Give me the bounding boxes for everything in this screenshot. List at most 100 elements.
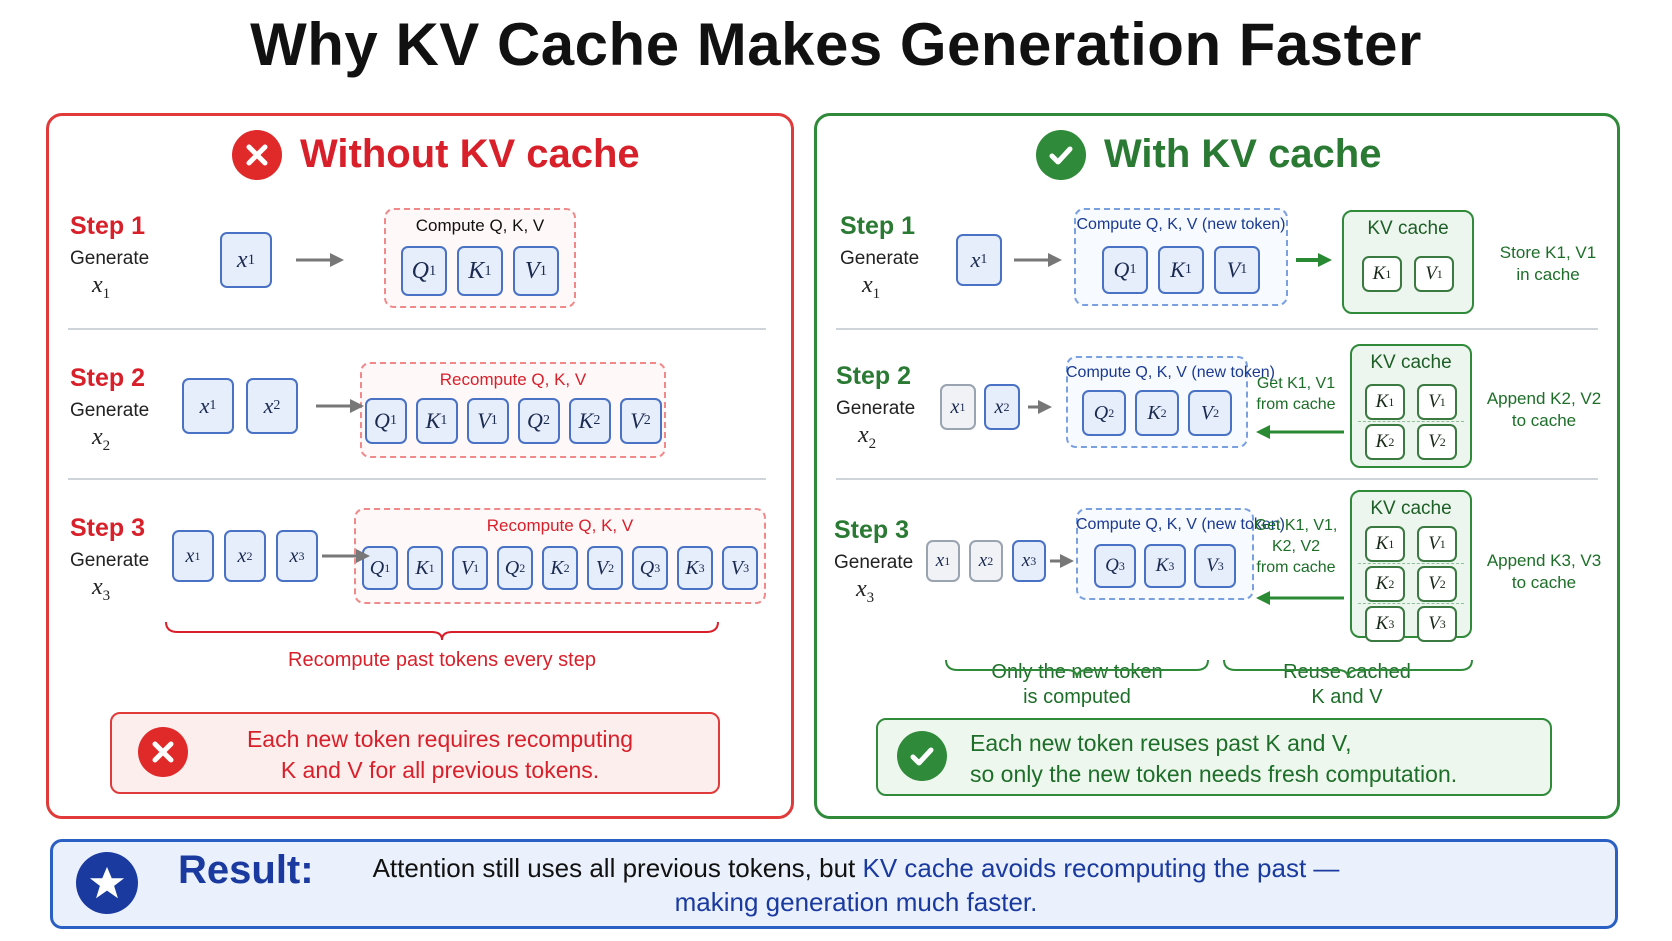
cache-row-divider bbox=[1358, 603, 1464, 604]
recompute-brace-label: Recompute past tokens every step bbox=[288, 649, 596, 671]
cache-note: Append K2, V2 to cache bbox=[1484, 388, 1604, 432]
step-2-generate: Generate bbox=[70, 400, 150, 421]
x-circle-icon bbox=[138, 727, 188, 777]
step-1-target-token: x1 bbox=[862, 272, 881, 302]
arrow-right bbox=[1014, 253, 1062, 267]
qkv-box bbox=[360, 362, 666, 458]
summary-line: Each new token requires recomputing bbox=[246, 726, 634, 752]
check-circle-icon bbox=[1036, 130, 1086, 180]
page-title: Why KV Cache Makes Generation Faster bbox=[250, 11, 1422, 78]
step-3-label: Step 3 bbox=[70, 514, 146, 542]
get-note-line: from cache bbox=[1256, 395, 1336, 413]
cache-row-divider bbox=[1358, 421, 1464, 422]
step-3-generate: Generate bbox=[834, 552, 914, 573]
get-from-cache-note: Get K1, V1 from cache bbox=[1250, 374, 1342, 416]
cache-note-line: in cache bbox=[1516, 265, 1580, 285]
result-bar bbox=[50, 839, 1618, 929]
result-label: Result: bbox=[178, 848, 314, 892]
left-summary-box bbox=[110, 712, 720, 794]
summary-line: K and V for all previous tokens. bbox=[280, 757, 600, 784]
step-2-label: Step 2 bbox=[836, 362, 912, 390]
x-circle-icon bbox=[232, 130, 282, 180]
divider bbox=[836, 478, 1598, 480]
divider bbox=[68, 328, 766, 330]
reuse-cached-brace bbox=[1223, 659, 1473, 679]
result-line-2: making generation much faster. bbox=[674, 886, 1038, 917]
compute-qkv-caption: Compute Q, K, V (new token) bbox=[1076, 516, 1285, 533]
step-3-target-token: x3 bbox=[92, 574, 111, 604]
brace-line: is computed bbox=[1023, 686, 1131, 708]
step-3-label: Step 3 bbox=[834, 516, 910, 544]
qkv-box-caption: Recompute Q, K, V bbox=[486, 516, 634, 535]
compute-qkv-caption: Compute Q, K, V (new token) bbox=[1076, 216, 1286, 233]
with-kv-cache-title: With KV cache bbox=[1104, 132, 1382, 176]
arrow-right bbox=[296, 253, 344, 267]
brace-line: Only the new token bbox=[991, 661, 1163, 683]
step-2-label: Step 2 bbox=[70, 364, 146, 392]
cache-note-line: to cache bbox=[1511, 411, 1577, 431]
new-token-brace bbox=[945, 659, 1209, 679]
left-summary-text: Each new token requires recomputing K an… bbox=[200, 724, 680, 786]
get-note-line: from cache bbox=[1256, 558, 1336, 576]
summary-line: Each new token reuses past K and V, bbox=[970, 730, 1352, 756]
get-from-cache-arrow bbox=[1256, 591, 1344, 605]
result-line-1: Attention still uses all previous tokens… bbox=[326, 852, 1386, 886]
result-text-a: Attention still uses all previous tokens… bbox=[372, 853, 863, 883]
right-summary-text: Each new token reuses past K and V, so o… bbox=[970, 728, 1457, 790]
cache-note-line: Store K1, V1 bbox=[1499, 243, 1597, 262]
step-1-generate: Generate bbox=[70, 248, 150, 269]
new-token-brace-label: Only the new token is computed bbox=[944, 660, 1210, 710]
get-note-line: Get K1, V1, bbox=[1254, 517, 1338, 534]
kv-cache-title: KV cache bbox=[1370, 498, 1452, 519]
cache-note-line: Append K2, V2 bbox=[1486, 389, 1602, 408]
star-icon bbox=[76, 852, 138, 914]
kv-cache-title: KV cache bbox=[1367, 218, 1449, 239]
get-note-line: Get K1, V1 bbox=[1256, 375, 1336, 392]
arrow-right bbox=[316, 399, 364, 413]
arrow-right bbox=[1050, 554, 1074, 568]
divider bbox=[836, 328, 1598, 330]
qkv-box-caption: Compute Q, K, V bbox=[415, 216, 545, 235]
step-1-generate: Generate bbox=[840, 248, 920, 269]
step-1-label: Step 1 bbox=[840, 212, 916, 240]
